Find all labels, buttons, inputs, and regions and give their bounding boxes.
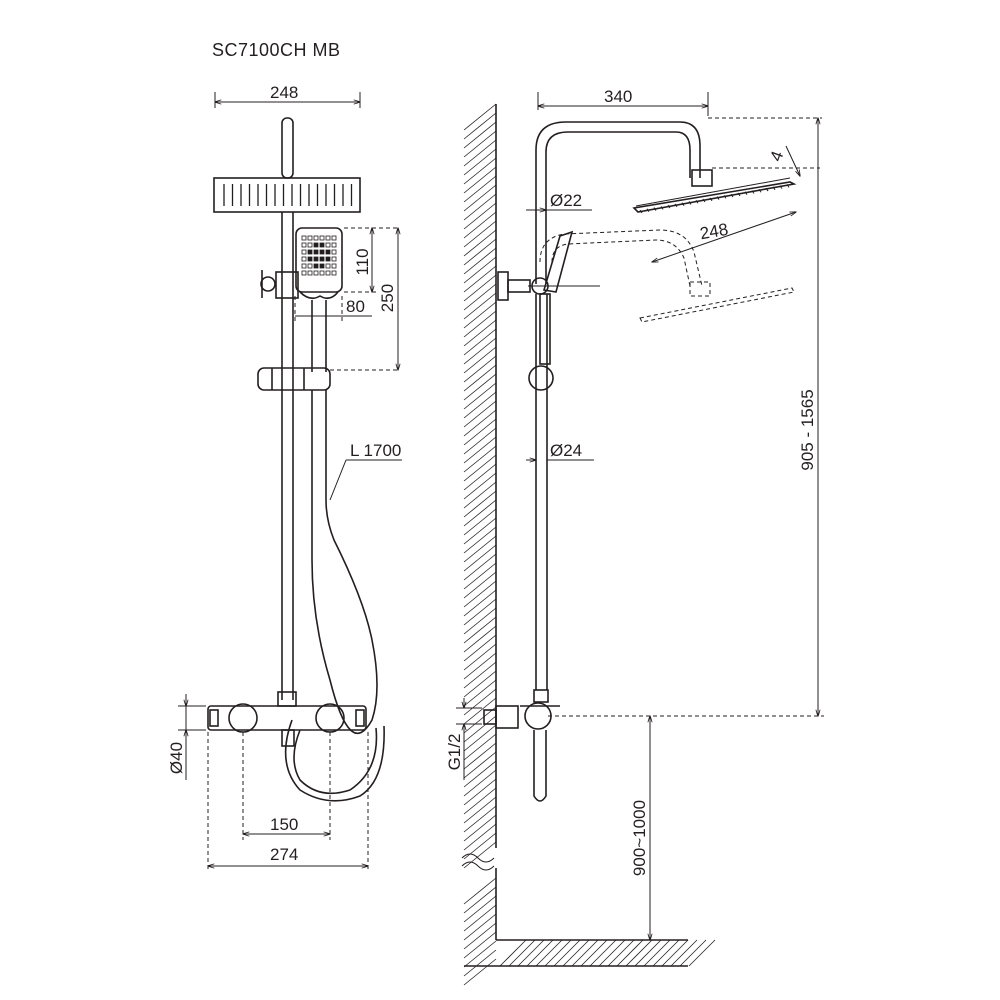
dim-overall-width: 274 [270, 845, 298, 864]
dim-handshower-width: 80 [346, 297, 365, 316]
hand-shower-nozzles [301, 235, 337, 276]
dim-body-diameter: Ø40 [167, 742, 186, 774]
hand-shower [295, 227, 343, 293]
dim-head-width-side: 248 [698, 220, 729, 244]
rain-head-side [632, 181, 797, 213]
dim-height-range: 905 - 1565 [798, 389, 817, 470]
dim-head-width-front: 248 [270, 83, 298, 102]
dim-arm-diameter: Ø22 [550, 191, 582, 210]
dim-handshower-offset: 250 [378, 284, 397, 312]
wall-hatching [463, 103, 716, 986]
dim-inlet-thread: G1/2 [445, 734, 464, 771]
side-view: 340 4 Ø22 248 [445, 87, 824, 986]
dim-inlet-spacing: 150 [270, 815, 298, 834]
front-view: 248 110 250 80 [167, 83, 402, 872]
dim-head-thickness: 4 [766, 148, 787, 163]
dim-handshower-height: 110 [353, 248, 372, 275]
shower-head-nozzles [223, 184, 353, 206]
dim-hose-length: L 1700 [350, 441, 401, 460]
dim-install-height: 900~1000 [630, 800, 649, 876]
model-title: SC7100CH MB [212, 40, 341, 60]
dim-riser-diameter: Ø24 [550, 441, 582, 460]
dim-arm-reach: 340 [604, 87, 632, 106]
